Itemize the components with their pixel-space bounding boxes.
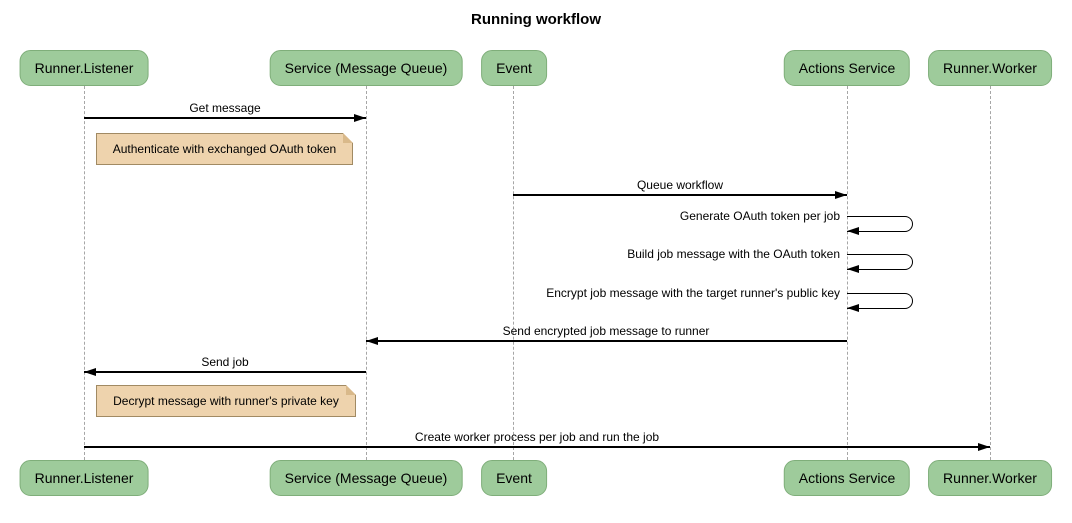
note-authenticate-oauth: Authenticate with exchanged OAuth token: [96, 133, 353, 165]
self-loop-build-job-message: [847, 254, 913, 270]
arrowhead-icon: [847, 304, 859, 312]
arrowhead-icon: [835, 190, 847, 199]
note-decrypt-message: Decrypt message with runner's private ke…: [96, 385, 356, 417]
participant-event-bottom: Event: [481, 460, 547, 496]
message-line-send-job: [84, 371, 366, 373]
lifeline-service-message-queue: [366, 86, 367, 460]
message-label-queue-workflow: Queue workflow: [636, 178, 724, 192]
participant-runner-listener-top: Runner.Listener: [19, 50, 149, 86]
self-loop-generate-oauth-token: [847, 216, 913, 232]
message-label-send-job: Send job: [201, 355, 249, 369]
message-line-get-message: [84, 117, 366, 119]
message-label-generate-oauth-token: Generate OAuth token per job: [679, 209, 840, 223]
message-line-queue-workflow: [513, 194, 847, 196]
lifeline-event: [513, 86, 514, 460]
self-loop-encrypt-job-message: [847, 293, 913, 309]
participant-actions-service-top: Actions Service: [783, 50, 911, 86]
message-line-send-encrypted-job: [366, 340, 847, 342]
lifeline-runner-worker: [990, 86, 991, 460]
note-fold-icon: [343, 133, 353, 143]
arrowhead-icon: [978, 442, 990, 451]
note-fold-icon: [346, 385, 356, 395]
message-label-create-worker-process: Create worker process per job and run th…: [414, 430, 660, 444]
arrowhead-icon: [84, 367, 96, 376]
participant-runner-worker-top: Runner.Worker: [928, 50, 1052, 86]
participant-event-top: Event: [481, 50, 547, 86]
participant-actions-service-bottom: Actions Service: [783, 460, 911, 496]
arrowhead-icon: [354, 113, 366, 122]
message-label-encrypt-job-message: Encrypt job message with the target runn…: [546, 286, 840, 300]
arrowhead-icon: [847, 227, 859, 235]
message-label-build-job-message: Build job message with the OAuth token: [627, 247, 840, 261]
diagram-title: Running workflow: [471, 11, 601, 28]
participant-runner-worker-bottom: Runner.Worker: [928, 460, 1052, 496]
note-label: Decrypt message with runner's private ke…: [113, 394, 339, 408]
participant-service-message-queue-top: Service (Message Queue): [269, 50, 463, 86]
message-label-get-message: Get message: [189, 101, 261, 115]
lifeline-runner-listener: [84, 86, 85, 460]
message-line-create-worker-process: [84, 446, 990, 448]
note-label: Authenticate with exchanged OAuth token: [112, 142, 337, 156]
arrowhead-icon: [847, 265, 859, 273]
message-label-send-encrypted-job: Send encrypted job message to runner: [502, 324, 710, 338]
participant-runner-listener-bottom: Runner.Listener: [19, 460, 149, 496]
lifeline-actions-service: [847, 86, 848, 460]
participant-service-message-queue-bottom: Service (Message Queue): [269, 460, 463, 496]
arrowhead-icon: [366, 336, 378, 345]
